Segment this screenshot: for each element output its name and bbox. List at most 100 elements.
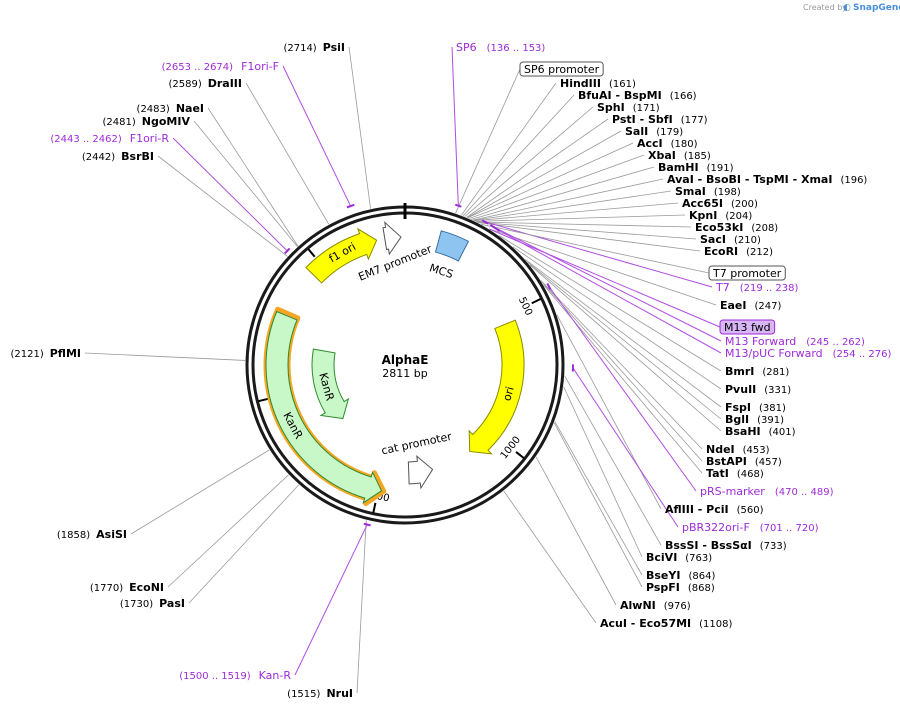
leader-line bbox=[356, 520, 367, 694]
primer-range: (470 .. 489) bbox=[775, 487, 834, 498]
feature-arrow bbox=[382, 221, 402, 256]
enzyme-site-nrui[interactable]: NruI(1515) bbox=[287, 687, 353, 700]
enzyme-site-pflmi[interactable]: PflMI(2121) bbox=[10, 347, 81, 360]
enzyme-name-part: KpnI bbox=[689, 209, 717, 222]
tick-500 bbox=[531, 297, 542, 305]
enzyme-site-acui-eco57mi[interactable]: AcuI - Eco57MI(1108) bbox=[600, 617, 732, 630]
enzyme-site-avai-bsobi-tspmi-xmai[interactable]: AvaI - BsoBI - TspMI - XmaI(196) bbox=[667, 173, 867, 186]
enzyme-site-acc65i[interactable]: Acc65I(200) bbox=[682, 197, 758, 210]
enzyme-site-pspfi[interactable]: PspFI(868) bbox=[646, 581, 715, 594]
primer-range: (2443 .. 2462) bbox=[50, 134, 122, 145]
enzyme-name-part: AflIII bbox=[665, 503, 694, 516]
primer-t7[interactable]: T7(219 .. 238) bbox=[481, 219, 799, 294]
enzyme-site-psii[interactable]: PsiI(2714) bbox=[283, 41, 345, 54]
enzyme-site-asisi[interactable]: AsiSI(1858) bbox=[57, 528, 127, 541]
primer-sp6[interactable]: SP6(136 .. 153) bbox=[454, 41, 545, 208]
leader-line bbox=[464, 106, 594, 217]
primer-f1ori-r[interactable]: F1ori-R(2443 .. 2462) bbox=[50, 132, 291, 255]
label-box bbox=[519, 61, 604, 77]
enzyme-name-part: Acc65I bbox=[682, 197, 723, 210]
leader-line bbox=[473, 190, 672, 221]
enzyme-site-bsssi-bsss-i[interactable]: BssSI - BssSαI(733) bbox=[665, 539, 787, 552]
enzyme-site-tati[interactable]: TatI(468) bbox=[706, 467, 764, 480]
enzyme-name: PsiI bbox=[323, 41, 345, 54]
enzyme-position: (196) bbox=[840, 175, 867, 186]
enzyme-position: (180) bbox=[671, 139, 698, 150]
enzyme-site-psti-sbfi[interactable]: PstI - SbfI(177) bbox=[612, 113, 708, 126]
enzyme-position: (733) bbox=[760, 541, 787, 552]
leader-line bbox=[527, 262, 722, 420]
primer-range: (219 .. 238) bbox=[740, 283, 799, 294]
leader-line bbox=[466, 118, 609, 218]
snapgene-logo-icon: ◐ bbox=[843, 3, 851, 13]
enzyme-name: NaeI bbox=[176, 102, 204, 115]
enzyme-name: BglI bbox=[725, 413, 749, 426]
boxed-label-sp6-promoter[interactable]: SP6 promoter bbox=[519, 61, 604, 77]
enzyme-site-kpni[interactable]: KpnI (204) bbox=[689, 209, 752, 222]
enzyme-site-pvuii[interactable]: PvuII(331) bbox=[725, 383, 791, 396]
leader-line bbox=[556, 314, 662, 510]
enzyme-site-ngomiv[interactable]: NgoMIV(2481) bbox=[103, 115, 191, 128]
leader-line bbox=[540, 279, 703, 450]
primer-mark bbox=[363, 522, 371, 527]
primer-f1ori-f[interactable]: F1ori-F(2653 .. 2674) bbox=[162, 60, 355, 209]
enzyme-position: (976) bbox=[664, 601, 691, 612]
leader-line bbox=[467, 142, 634, 219]
leader-line bbox=[475, 214, 686, 222]
enzyme-site-bcivi[interactable]: BciVI(763) bbox=[646, 551, 712, 564]
leader-line bbox=[461, 82, 557, 216]
enzyme-site-fspi[interactable]: FspI(381) bbox=[725, 401, 786, 414]
primer-m13-puc-forward[interactable]: M13/pUC Forward(254 .. 276) bbox=[492, 225, 891, 360]
label-box bbox=[708, 265, 786, 281]
enzyme-position: (2589) bbox=[168, 79, 201, 90]
enzyme-site-ecori[interactable]: EcoRI(212) bbox=[704, 245, 773, 258]
primer-prs-marker[interactable]: pRS-marker(470 .. 489) bbox=[546, 282, 834, 498]
enzyme-site-pasi[interactable]: PasI(1730) bbox=[120, 597, 185, 610]
enzyme-site-bstapi[interactable]: BstAPI(457) bbox=[706, 455, 782, 468]
primer-leader-line bbox=[492, 226, 722, 342]
enzyme-name: BstAPI bbox=[706, 455, 747, 468]
enzyme-site-afliii-pcii[interactable]: AflIII - PciI(560) bbox=[665, 503, 764, 516]
boxed-label-text: SP6 promoter bbox=[524, 63, 600, 76]
enzyme-site-bmri[interactable]: BmrI(281) bbox=[725, 365, 789, 378]
enzyme-site-naei[interactable]: NaeI (2483) bbox=[137, 102, 204, 115]
enzyme-site-bsahi[interactable]: BsaHI(401) bbox=[725, 425, 796, 438]
enzyme-site-econi[interactable]: EcoNI(1770) bbox=[90, 581, 164, 594]
enzyme-name: PasI bbox=[159, 597, 185, 610]
enzyme-name-part: AcuI bbox=[600, 617, 627, 630]
enzyme-site-smai[interactable]: SmaI(198) bbox=[675, 185, 741, 198]
primer-mark bbox=[492, 225, 501, 233]
enzyme-name-part: PspFI bbox=[646, 581, 680, 594]
primer-leader-line bbox=[282, 65, 352, 207]
leader-line bbox=[512, 246, 722, 390]
enzyme-site-bseyi[interactable]: BseYI(864) bbox=[646, 569, 715, 582]
boxed-label-m13-fwd[interactable]: M13 fwd bbox=[719, 319, 776, 335]
enzyme-site-bsrbi[interactable]: BsrBI(2442) bbox=[82, 150, 154, 163]
leader-line bbox=[130, 449, 270, 535]
enzyme-site-alwni[interactable]: AlwNI(976) bbox=[620, 599, 691, 612]
leader-line bbox=[207, 107, 299, 247]
enzyme-site-ndei[interactable]: NdeI(453) bbox=[706, 443, 770, 456]
enzyme-name-part: - TspMI bbox=[741, 173, 789, 186]
leader-line bbox=[245, 82, 330, 225]
primer-pbr322ori-f[interactable]: pBR322ori-F(701 .. 720) bbox=[571, 364, 819, 534]
enzyme-position: (2483) bbox=[137, 104, 170, 115]
enzyme-site-eaei[interactable]: EaeI(247) bbox=[720, 299, 781, 312]
enzyme-position: (204) bbox=[725, 211, 752, 222]
enzyme-site-bamhi[interactable]: BamHI(191) bbox=[658, 161, 734, 174]
enzyme-site-hindiii[interactable]: HindIII(161) bbox=[560, 77, 636, 90]
enzyme-site-bfuai-bspmi[interactable]: BfuAI - BspMI(166) bbox=[578, 89, 697, 102]
enzyme-name: EcoNI bbox=[129, 581, 164, 594]
enzyme-site-draiii[interactable]: DraIII(2589) bbox=[168, 77, 242, 90]
enzyme-site-acci[interactable]: AccI(180) bbox=[637, 137, 698, 150]
feature-arrow bbox=[265, 310, 383, 505]
enzyme-site-bgli[interactable]: BglI(391) bbox=[725, 413, 784, 426]
primer-kan-r[interactable]: Kan-R(1500 .. 1519) bbox=[179, 522, 371, 682]
enzyme-site-saci[interactable]: SacI(210) bbox=[700, 233, 761, 246]
enzyme-site-eco53ki[interactable]: Eco53kI(208) bbox=[695, 221, 778, 234]
enzyme-site-sali[interactable]: SalI(179) bbox=[625, 125, 683, 138]
enzyme-name-part: BssSI bbox=[665, 539, 699, 552]
enzyme-site-xbai[interactable]: XbaI(185) bbox=[648, 149, 711, 162]
enzyme-site-sphi[interactable]: SphI(171) bbox=[597, 101, 660, 114]
boxed-label-t7-promoter[interactable]: T7 promoter bbox=[708, 265, 786, 281]
